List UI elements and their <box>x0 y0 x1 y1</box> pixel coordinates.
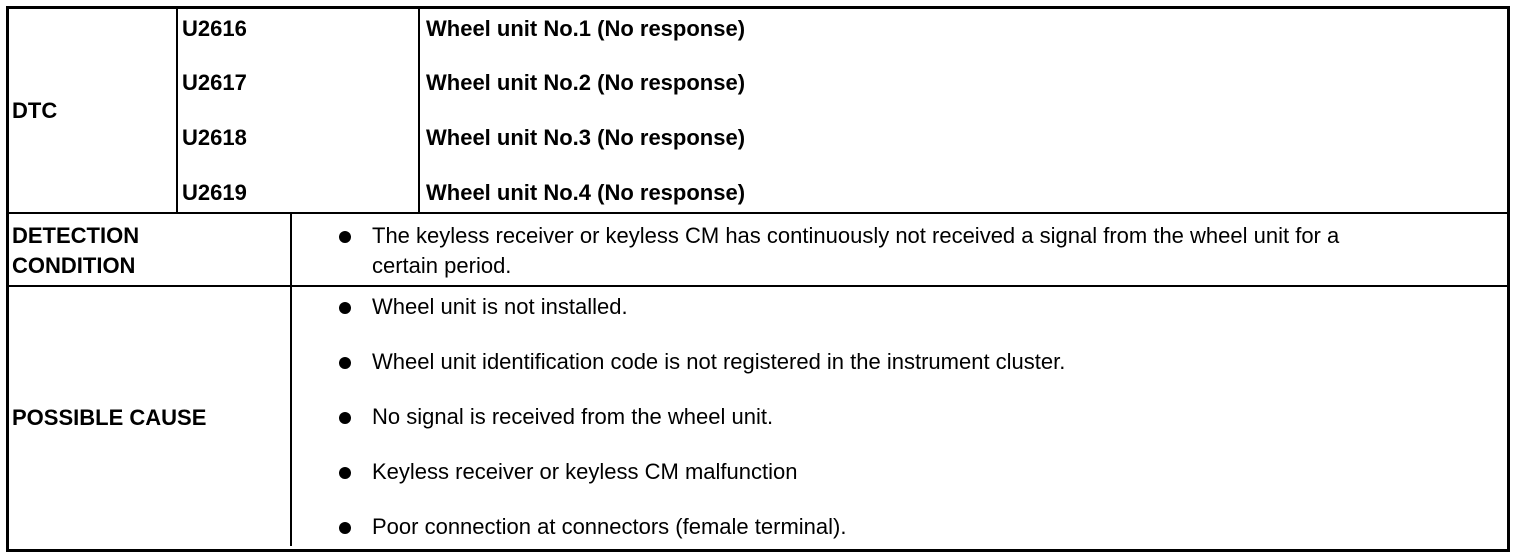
detection-text: certain period. <box>372 253 512 278</box>
dtc-description: Wheel unit No.1 (No response) <box>426 16 746 41</box>
cause-item: Keyless receiver or keyless CM malfuncti… <box>372 459 798 484</box>
cause-item: No signal is received from the wheel uni… <box>372 404 774 429</box>
possible-cause-label: POSSIBLE CAUSE <box>12 405 207 430</box>
bullet-icon <box>339 467 351 479</box>
dtc-code: U2617 <box>182 70 247 95</box>
dtc-label: DTC <box>12 98 58 123</box>
dtc-code: U2616 <box>182 16 247 41</box>
divider-detection-cause <box>9 285 1507 287</box>
dtc-description: Wheel unit No.4 (No response) <box>426 180 746 205</box>
bullet-icon <box>339 302 351 314</box>
detection-label: CONDITION <box>12 253 136 278</box>
dtc-table <box>6 6 1510 552</box>
bullet-icon <box>339 412 351 424</box>
dtc-description: Wheel unit No.2 (No response) <box>426 70 746 95</box>
divider-section-label <box>290 212 292 546</box>
dtc-code: U2619 <box>182 180 247 205</box>
cause-item: Wheel unit is not installed. <box>372 294 628 319</box>
bullet-icon <box>339 357 351 369</box>
bullet-icon <box>339 522 351 534</box>
detection-text: The keyless receiver or keyless CM has c… <box>372 223 1340 248</box>
cause-item: Poor connection at connectors (female te… <box>372 514 847 539</box>
divider-dtc-code <box>418 9 420 213</box>
detection-label: DETECTION <box>12 223 140 248</box>
cause-item: Wheel unit identification code is not re… <box>372 349 1066 374</box>
bullet-icon <box>339 231 351 243</box>
divider-dtc-detection <box>9 212 1507 214</box>
dtc-description: Wheel unit No.3 (No response) <box>426 125 746 150</box>
divider-dtc-label <box>176 9 178 213</box>
dtc-code: U2618 <box>182 125 247 150</box>
